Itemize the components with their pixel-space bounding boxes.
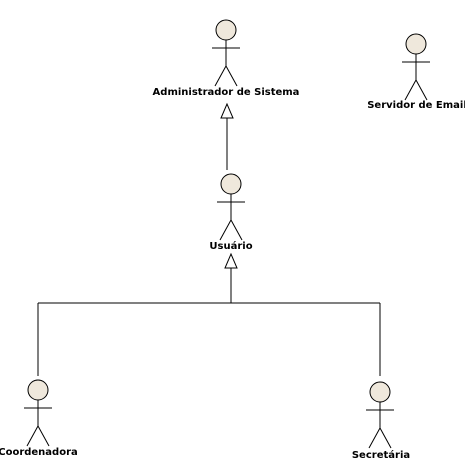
generalization-arrowhead bbox=[220, 102, 234, 119]
stick-figure-icon bbox=[212, 19, 240, 87]
actor-label: Coordenadora bbox=[0, 447, 78, 458]
actor-label: Secretária bbox=[352, 449, 410, 461]
generalization-usuario-admin bbox=[220, 102, 234, 170]
stick-figure-icon bbox=[24, 379, 52, 447]
stick-figure-icon bbox=[402, 33, 430, 101]
generalization-subtypes-usuario bbox=[37, 252, 381, 376]
actor-label: Administrador de Sistema bbox=[153, 87, 300, 98]
actor-secretaria[interactable]: Secretária bbox=[352, 381, 410, 461]
stick-figure-icon bbox=[217, 173, 245, 241]
actor-label: Usuário bbox=[209, 240, 252, 252]
actor-servidor-de-email[interactable]: Servidor de Email bbox=[367, 33, 465, 111]
actor-coordenadora[interactable]: Coordenadora bbox=[0, 379, 78, 458]
generalization-arrowhead bbox=[224, 252, 238, 269]
actor-label: Servidor de Email bbox=[367, 100, 465, 111]
actor-administrador-de-sistema[interactable]: Administrador de Sistema bbox=[153, 19, 300, 98]
stick-figure-icon bbox=[366, 381, 394, 449]
actor-usuario[interactable]: Usuário bbox=[209, 173, 253, 252]
